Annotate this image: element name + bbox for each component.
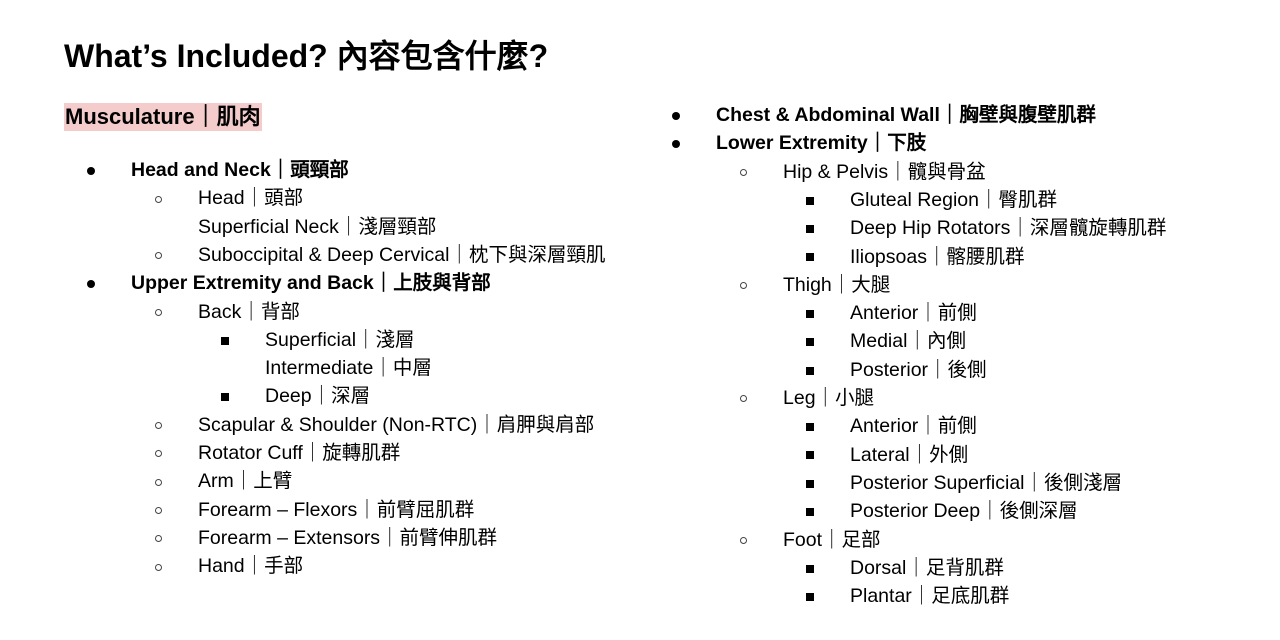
bullet-circle-icon (148, 184, 168, 212)
bullet-circle-icon (733, 158, 753, 186)
bullet-square-icon (800, 356, 820, 384)
bullet-square-icon (800, 243, 820, 271)
bullet-circle-icon (733, 384, 753, 412)
list-item-label: Forearm – Extensors｜前臂伸肌群 (198, 526, 498, 549)
list-item-label: Upper Extremity and Back｜上肢與背部 (131, 272, 491, 295)
bullet-square-icon (800, 554, 820, 582)
list-item-label: Superficial Neck｜淺層頸部 (198, 215, 437, 238)
bullet-square-icon (215, 326, 235, 354)
list-item-label: Chest & Abdominal Wall｜胸壁與腹壁肌群 (716, 104, 1096, 126)
bullet-square-icon (215, 382, 235, 410)
bullet-square-icon (800, 327, 820, 355)
list-item-label: Posterior Superficial｜後側淺層 (850, 471, 1122, 494)
list-item-label: Hand｜手部 (198, 555, 304, 578)
list-item-label: Iliopsoas｜髂腰肌群 (850, 245, 1025, 268)
list-item-label: Medial｜內側 (850, 330, 966, 353)
list-item-label: Superficial｜淺層 (265, 328, 415, 351)
list-item-label: Plantar｜足底肌群 (850, 585, 1010, 608)
list-item-label: Forearm – Flexors｜前臂屈肌群 (198, 498, 475, 521)
list-item-label: Anterior｜前側 (850, 302, 977, 325)
bullet-square-icon (800, 441, 820, 469)
bullet-circle-icon (148, 496, 168, 524)
bullet-disc-icon (81, 269, 101, 297)
bullet-circle-icon (733, 526, 753, 554)
bullet-square-icon (800, 582, 820, 610)
list-item-label: Anterior｜前側 (850, 415, 977, 438)
list-item-label: Gluteal Region｜臀肌群 (850, 188, 1057, 211)
list-item-label: Rotator Cuff｜旋轉肌群 (198, 442, 401, 464)
bullet-circle-icon (148, 467, 168, 495)
bullet-square-icon (800, 299, 820, 327)
bullet-square-icon (800, 412, 820, 440)
bullet-circle-icon (148, 552, 168, 580)
list-item-label: Posterior｜後側 (850, 358, 987, 381)
list-item-label: Intermediate｜中層 (265, 357, 432, 380)
list-item-label: Deep Hip Rotators｜深層髖旋轉肌群 (850, 217, 1167, 240)
list-item-label: Suboccipital & Deep Cervical｜枕下與深層頸肌 (198, 243, 606, 266)
list-item-label: Posterior Deep｜後側深層 (850, 500, 1078, 523)
bullet-circle-icon (148, 524, 168, 552)
bullet-disc-icon (666, 129, 686, 157)
list-item-label: Head｜頭部 (198, 187, 304, 210)
list-item-label: Foot｜足部 (783, 528, 881, 551)
list-item-label: Head and Neck｜頭頸部 (131, 159, 349, 181)
bullet-square-icon (800, 186, 820, 214)
page-title: What’s Included? 內容包含什麼? (64, 38, 549, 74)
section-heading-musculature: Musculature｜肌肉 (64, 103, 262, 131)
list-item-label: Back｜背部 (198, 300, 300, 323)
list-item-label: Dorsal｜足背肌群 (850, 556, 1004, 579)
bullet-circle-icon (148, 241, 168, 269)
bullet-disc-icon (666, 101, 686, 129)
bullet-circle-icon (148, 298, 168, 326)
bullet-circle-icon (148, 411, 168, 439)
list-item-label: Thigh｜大腿 (783, 273, 891, 296)
bullet-square-icon (800, 214, 820, 242)
list-item-label: Deep｜深層 (265, 385, 371, 408)
list-item-label: Leg｜小腿 (783, 387, 875, 409)
list-item-label: Arm｜上臂 (198, 470, 293, 493)
list-item-label: Scapular & Shoulder (Non-RTC)｜肩胛與肩部 (198, 413, 595, 436)
bullet-circle-icon (733, 271, 753, 299)
list-item-label: Lateral｜外側 (850, 443, 969, 466)
list-item-label: Lower Extremity｜下肢 (716, 132, 927, 155)
bullet-circle-icon (148, 439, 168, 467)
bullet-square-icon (800, 497, 820, 525)
bullet-square-icon (800, 469, 820, 497)
bullet-disc-icon (81, 156, 101, 184)
list-item-label: Hip & Pelvis｜髖與骨盆 (783, 160, 986, 183)
